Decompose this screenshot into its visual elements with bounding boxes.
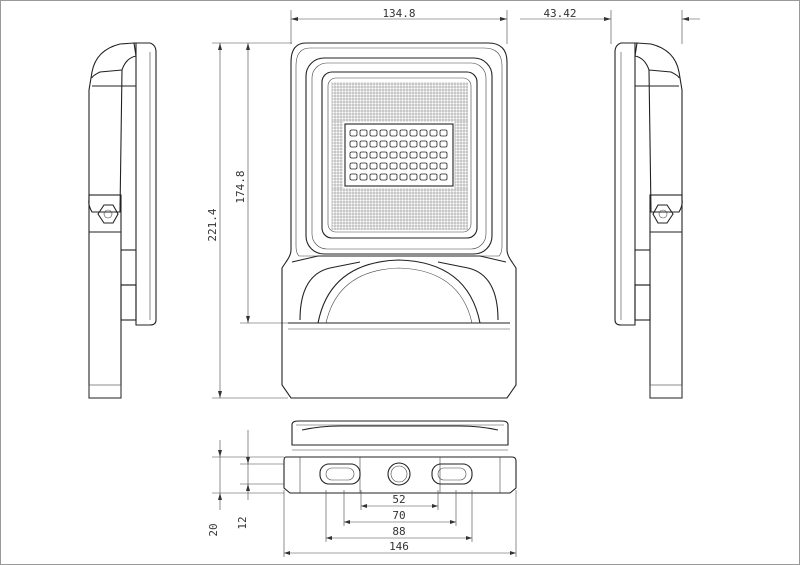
- dim-slot-88-label: 88: [392, 525, 405, 538]
- led-chip: [379, 162, 388, 170]
- led-chip: [409, 151, 418, 159]
- right-side-view: [614, 42, 683, 399]
- led-chip: [369, 162, 378, 170]
- led-chip: [359, 151, 368, 159]
- led-chip: [419, 129, 428, 137]
- led-chip: [379, 129, 388, 137]
- dim-depth-label: 43.42: [543, 7, 576, 20]
- led-chip: [409, 173, 418, 181]
- led-chip: [389, 173, 398, 181]
- led-chip: [379, 151, 388, 159]
- led-chip: [389, 140, 398, 148]
- led-chip: [409, 162, 418, 170]
- front-view: [281, 42, 517, 399]
- led-chip: [369, 140, 378, 148]
- led-chip: [359, 173, 368, 181]
- led-chip: [369, 151, 378, 159]
- led-chip: [429, 173, 438, 181]
- dim-slot-52-label: 52: [392, 493, 405, 506]
- mount-slot-right: [431, 463, 473, 485]
- dim-height-total-label: 221.4: [206, 208, 219, 241]
- led-chip: [399, 151, 408, 159]
- dim-slot-88: 88: [325, 490, 473, 542]
- left-side-view: [88, 42, 157, 399]
- led-chip: [359, 129, 368, 137]
- led-chip: [409, 140, 418, 148]
- dim-height-lamp-label: 174.8: [234, 170, 247, 203]
- led-chip: [349, 151, 358, 159]
- led-chip: [439, 162, 448, 170]
- led-chip: [419, 173, 428, 181]
- led-chip: [399, 140, 408, 148]
- led-chip: [429, 129, 438, 137]
- led-chip: [399, 173, 408, 181]
- led-chip: [349, 173, 358, 181]
- dim-width-total-label: 134.8: [382, 7, 415, 20]
- led-chip: [349, 162, 358, 170]
- led-chip: [359, 162, 368, 170]
- led-module: [344, 123, 454, 187]
- dim-slot-70-label: 70: [392, 509, 405, 522]
- led-chip: [439, 140, 448, 148]
- mount-slot-left: [319, 463, 361, 485]
- led-chip: [349, 140, 358, 148]
- reflector-grid: [331, 82, 468, 230]
- led-chip: [389, 129, 398, 137]
- led-chip: [359, 140, 368, 148]
- dim-width-total: 134.8: [290, 7, 508, 44]
- led-chip: [439, 129, 448, 137]
- dim-bracket-inner-height-label: 12: [236, 516, 249, 529]
- dim-bracket-width: 146: [283, 490, 517, 557]
- bottom-view: [283, 420, 517, 494]
- led-chip: [419, 151, 428, 159]
- led-chip: [409, 129, 418, 137]
- led-chip: [399, 162, 408, 170]
- led-chip: [439, 151, 448, 159]
- led-chip: [399, 129, 408, 137]
- led-chip: [349, 129, 358, 137]
- led-chip: [379, 140, 388, 148]
- led-chip: [369, 129, 378, 137]
- bolt-head: [97, 204, 119, 224]
- led-chip: [429, 151, 438, 159]
- dim-height-lamp: 174.8: [234, 43, 292, 324]
- led-chip: [439, 173, 448, 181]
- led-chip: [419, 140, 428, 148]
- led-chip: [429, 140, 438, 148]
- dim-slot-70: 70: [343, 490, 457, 526]
- dim-slot-52: 52: [360, 490, 439, 510]
- dim-bracket-inner-height: 12: [236, 430, 284, 530]
- dim-bracket-width-label: 146: [389, 540, 409, 553]
- led-chip: [419, 162, 428, 170]
- led-chip: [429, 162, 438, 170]
- led-chip: [369, 173, 378, 181]
- center-hole: [387, 462, 411, 486]
- dim-height-total: 221.4: [206, 42, 292, 399]
- led-chip: [389, 151, 398, 159]
- led-chip: [389, 162, 398, 170]
- dim-bracket-height-label: 20: [207, 523, 220, 536]
- dim-depth: 43.42: [520, 7, 700, 44]
- led-chip: [379, 173, 388, 181]
- led-array: [349, 129, 448, 181]
